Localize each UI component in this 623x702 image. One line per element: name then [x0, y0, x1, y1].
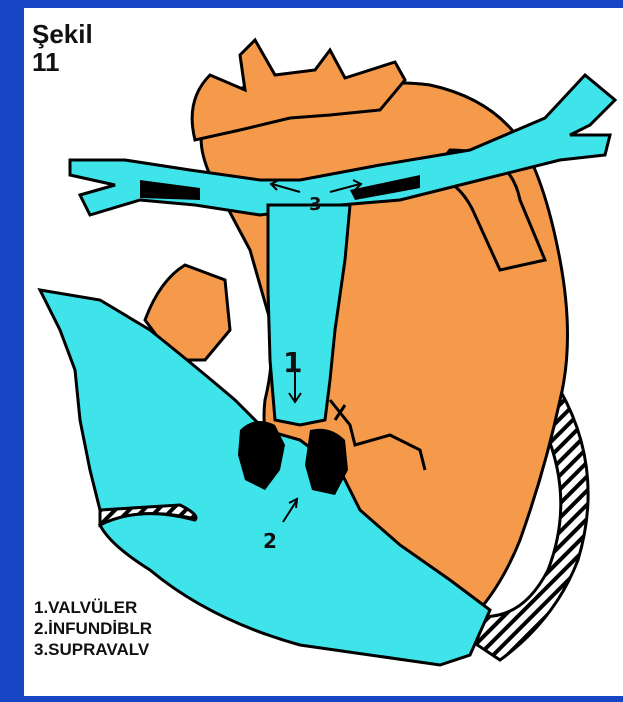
label-2: 2: [263, 529, 277, 553]
figure-caption: Şekil 11: [32, 20, 93, 76]
legend-item-3: 3.SUPRAVALV: [34, 639, 152, 660]
caption-number: 11: [32, 48, 93, 76]
legend-item-1: 1.VALVÜLER: [34, 597, 152, 618]
label-1: 1: [283, 346, 302, 379]
label-3: 3: [309, 194, 322, 215]
legend: 1.VALVÜLER 2.İNFUNDİBLR 3.SUPRAVALV: [34, 597, 152, 660]
caption-word: Şekil: [32, 20, 93, 48]
legend-item-2: 2.İNFUNDİBLR: [34, 618, 152, 639]
